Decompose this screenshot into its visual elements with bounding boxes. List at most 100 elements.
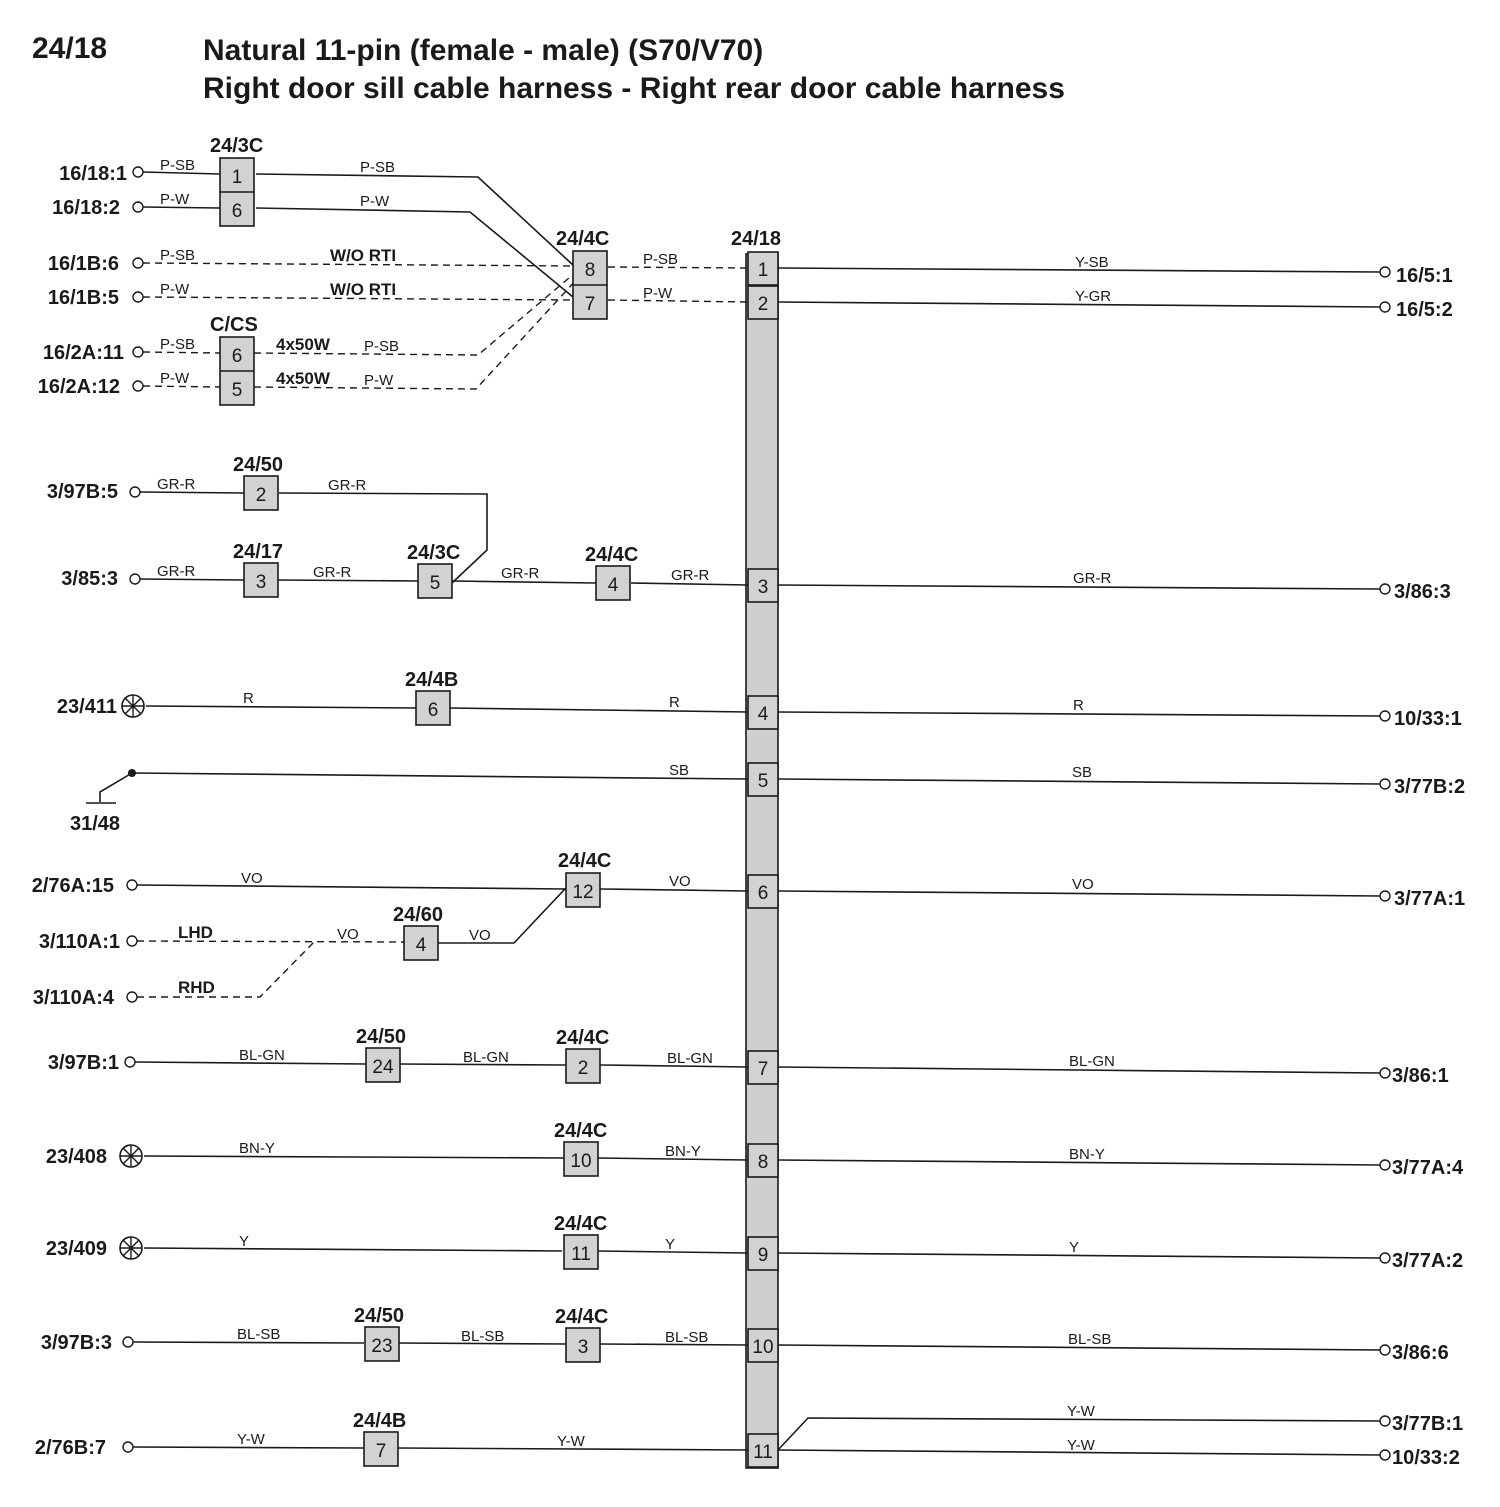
left-terminal-label: 3/110A:4: [33, 987, 115, 1009]
left-terminal-label: 2/76B:7: [35, 1437, 106, 1459]
left-wire-color-labels: P-SB P-W P-SB P-W P-SB P-W P-SB P-W P-SB…: [157, 157, 713, 1450]
wire-color-label: BL-GN: [463, 1049, 509, 1066]
left-terminal-label: 16/18:2: [52, 197, 120, 219]
wire-color-label: P-W: [160, 370, 190, 387]
connector-label: 24/3C: [210, 135, 263, 157]
wire-color-label: BL-SB: [237, 1326, 280, 1343]
left-terminal-label: 16/2A:11: [43, 342, 124, 364]
wire-color-label: Y: [1069, 1239, 1079, 1256]
connector-label: 24/60: [393, 904, 443, 926]
wire-color-label: Y-W: [237, 1431, 266, 1448]
connector-24-4b-a: 24/4B 6: [405, 669, 458, 726]
condition-label: W/O RTI: [330, 280, 396, 299]
wire-color-label: GR-R: [671, 567, 709, 584]
right-terminal-label: 16/5:2: [1396, 299, 1453, 321]
wire-color-label: BN-Y: [239, 1140, 275, 1157]
connector-c-cs: C/CS 6 5: [210, 314, 258, 406]
wire-color-label: BL-GN: [667, 1050, 713, 1067]
condition-label: LHD: [178, 923, 213, 942]
connector-24-17: 24/17 3: [233, 541, 283, 598]
wire-color-label: P-W: [364, 372, 394, 389]
main-pin: 11: [753, 1442, 773, 1463]
connector-pin: 6: [232, 346, 243, 367]
connector-pin: 7: [585, 294, 596, 315]
connector-label: 24/4C: [555, 1306, 608, 1328]
condition-label: 4x50W: [276, 335, 331, 354]
right-terminal-label: 3/77A:1: [1394, 888, 1465, 910]
splice-icon: [119, 1144, 143, 1168]
wire-color-label: BN-Y: [665, 1143, 701, 1160]
wire-color-label: P-W: [360, 193, 390, 210]
wire-color-label: VO: [1072, 876, 1094, 893]
left-terminal-label: 3/85:3: [61, 568, 118, 590]
connector-pin: 4: [608, 575, 619, 596]
condition-labels: W/O RTI W/O RTI 4x50W 4x50W LHD RHD: [178, 246, 396, 997]
wire-color-label: Y-W: [1067, 1403, 1096, 1420]
right-terminal-label: 3/77B:2: [1394, 776, 1465, 798]
wire-color-label: GR-R: [313, 564, 351, 581]
connector-24-4b-b: 24/4B 7: [353, 1410, 406, 1467]
left-terminal-label: 31/48: [70, 813, 120, 835]
wire-color-label: BN-Y: [1069, 1146, 1105, 1163]
connector-pin: 24: [372, 1057, 394, 1078]
wire-color-label: BL-SB: [461, 1328, 504, 1345]
wire-color-label: R: [669, 694, 680, 711]
connector-pin: 8: [585, 260, 596, 281]
right-terminal-label: 3/86:1: [1392, 1065, 1449, 1087]
left-terminal-label: 16/2A:12: [38, 376, 120, 398]
connector-pin: 6: [232, 201, 243, 222]
right-terminals: 16/5:1 16/5:2 3/86:3 10/33:1 3/77B:2 3/7…: [1379, 265, 1465, 1469]
wire-color-label: Y: [239, 1233, 249, 1250]
connector-pin: 3: [256, 572, 267, 593]
wire-color-label: GR-R: [328, 477, 366, 494]
connector-24-50-c: 24/50 23: [354, 1305, 404, 1362]
connector-24-4c-a: 24/4C 8 7: [556, 228, 609, 320]
main-pin: 10: [752, 1337, 773, 1358]
wire-color-label: BL-SB: [665, 1329, 708, 1346]
connector-label: 24/4C: [554, 1120, 607, 1142]
main-pin: 4: [758, 704, 769, 725]
connector-pin: 4: [416, 935, 427, 956]
diagram-title: Natural 11-pin (female - male) (S70/V70): [203, 34, 763, 67]
connector-label: 24/4B: [405, 669, 458, 691]
main-connector-label: 24/18: [731, 228, 781, 250]
wire-color-label: SB: [1072, 764, 1092, 781]
wire-color-label: VO: [469, 927, 491, 944]
connector-24-4c-e: 24/4C 10: [554, 1120, 607, 1177]
main-pin: 9: [758, 1245, 769, 1266]
wire-color-label: VO: [669, 873, 691, 890]
connector-24-50-b: 24/50 24: [356, 1026, 406, 1083]
right-terminal-label: 3/86:3: [1394, 581, 1451, 603]
wire-color-label: P-SB: [160, 247, 195, 264]
connector-24-3c-a: 24/3C 1 6: [210, 135, 263, 227]
wire-color-label: P-SB: [643, 251, 678, 268]
right-terminal-label: 3/86:6: [1392, 1342, 1449, 1364]
wire-color-label: P-W: [160, 281, 190, 298]
wire-color-label: GR-R: [1073, 570, 1111, 587]
left-terminal-label: 3/97B:3: [41, 1332, 112, 1354]
diagram-number: 24/18: [32, 32, 107, 65]
condition-label: RHD: [178, 978, 215, 997]
right-terminal-label: 3/77A:4: [1392, 1157, 1464, 1179]
wire-color-label: VO: [241, 870, 263, 887]
connector-24-50-a: 24/50 2: [233, 454, 283, 511]
right-terminal-label: 10/33:1: [1394, 708, 1462, 730]
connector-pin: 2: [256, 485, 267, 506]
main-pin: 3: [758, 577, 769, 598]
wire-color-label: BL-SB: [1068, 1331, 1111, 1348]
left-terminal-label: 23/411: [57, 696, 117, 718]
connector-label: 24/4C: [554, 1213, 607, 1235]
wire-color-label: Y-SB: [1075, 254, 1109, 271]
wire-color-label: VO: [337, 926, 359, 943]
connector-pin: 5: [430, 573, 441, 594]
left-terminals: 16/18:1 16/18:2 16/1B:6 16/1B:5 16/2A:11…: [32, 163, 145, 1459]
right-terminal-label: 10/33:2: [1392, 1447, 1460, 1469]
left-terminal-label: 16/18:1: [59, 163, 127, 185]
left-terminal-label: 3/97B:5: [47, 481, 118, 503]
main-connector-pins: 1 2 3 4 5 6 7 8 9 10 11: [747, 251, 779, 1468]
connector-24-4c-c: 24/4C 12: [558, 850, 611, 908]
connector-label: 24/50: [233, 454, 283, 476]
connector-label: C/CS: [210, 314, 258, 336]
right-wire-color-labels: Y-SB Y-GR GR-R R SB VO BL-GN BN-Y Y BL-S…: [1067, 254, 1115, 1454]
